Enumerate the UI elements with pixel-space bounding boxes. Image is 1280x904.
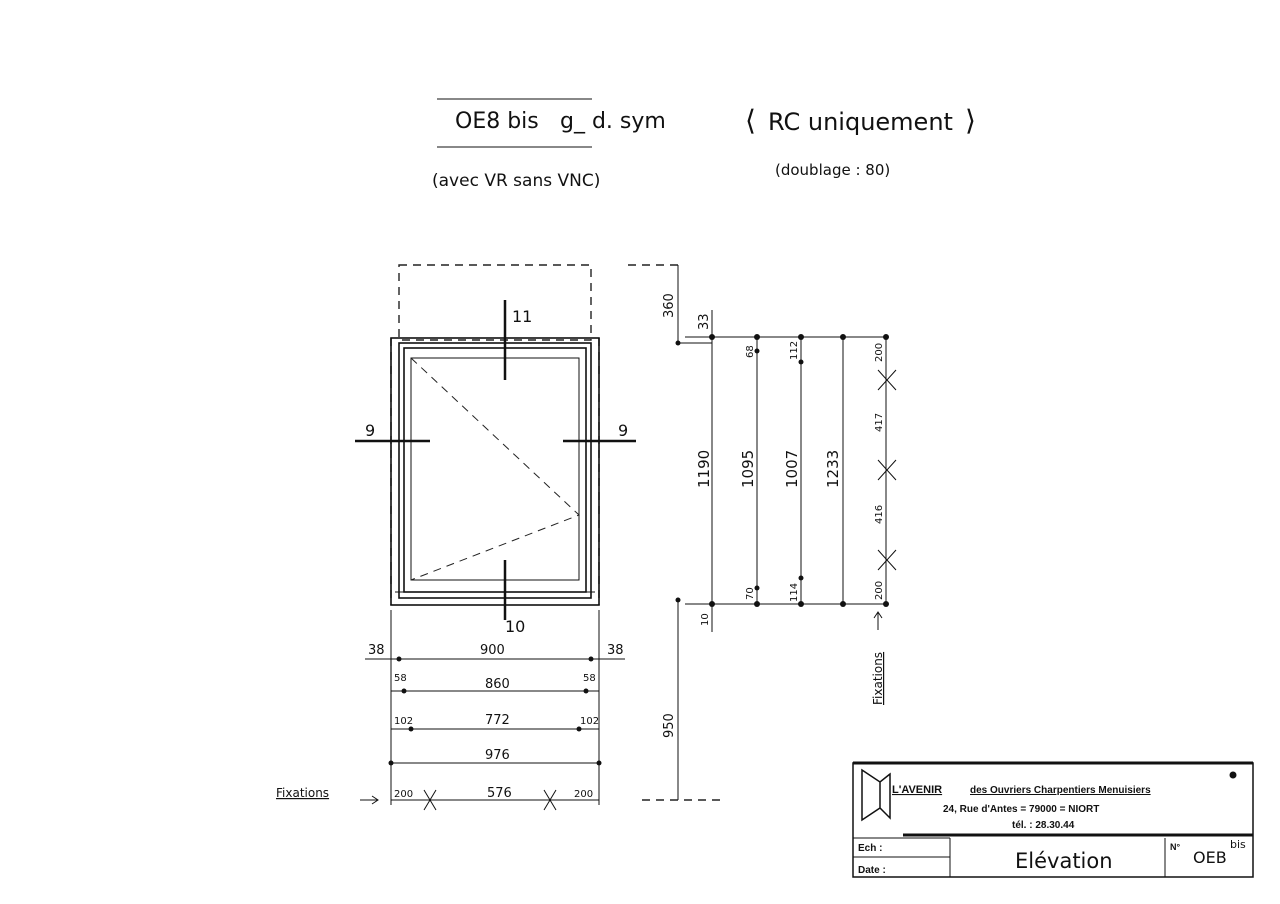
- dim-102-left: 102: [394, 716, 413, 727]
- dim-fix-416: 416: [874, 505, 885, 524]
- section-top: 11: [512, 307, 532, 326]
- scope-text: RC uniquement: [768, 108, 953, 136]
- dim-102-right: 102: [580, 716, 599, 727]
- dim-112: 112: [789, 341, 800, 360]
- fixations-label-vertical: Fixations: [871, 652, 885, 705]
- dim-fix-417: 417: [874, 413, 885, 432]
- section-left: 9: [365, 421, 375, 440]
- company-phone: tél. : 28.30.44: [1012, 820, 1075, 831]
- company-description: des Ouvriers Charpentiers Menuisiers: [970, 785, 1151, 796]
- drawing-number: OEB: [1193, 848, 1227, 867]
- dim-200-right: 200: [574, 789, 593, 800]
- lining-text: (doublage : 80): [775, 161, 890, 179]
- dim-70: 70: [745, 587, 756, 600]
- dim-1190: 1190: [695, 450, 713, 488]
- dim-58-right: 58: [583, 673, 596, 684]
- dim-fix-200-bottom: 200: [874, 581, 885, 600]
- drawing-header: OE8 bis g_ d. sym (avec VR sans VNC) ⟨ R…: [432, 98, 976, 191]
- company-logo-icon: [861, 768, 891, 822]
- dim-10: 10: [700, 613, 711, 626]
- dim-576: 576: [487, 786, 512, 801]
- dim-1233: 1233: [824, 450, 842, 488]
- dim-200-left: 200: [394, 789, 413, 800]
- variant-text: (avec VR sans VNC): [432, 171, 600, 191]
- dim-860: 860: [485, 677, 510, 692]
- title-block: L'AVENIR des Ouvriers Charpentiers Menui…: [852, 761, 1254, 878]
- dim-976: 976: [485, 748, 510, 763]
- drawing-number-suffix: bis: [1230, 838, 1246, 851]
- dim-38-left: 38: [368, 643, 385, 658]
- dim-360: 360: [662, 293, 677, 318]
- reference-text: OE8 bis: [455, 109, 539, 134]
- dim-772: 772: [485, 713, 510, 728]
- date-label: Date :: [858, 865, 886, 876]
- dim-58-left: 58: [394, 673, 407, 684]
- window-elevation: 11 9 9 10: [355, 264, 636, 636]
- svg-text:⟨: ⟨: [745, 104, 756, 137]
- number-label: N°: [1170, 842, 1180, 852]
- horizontal-dimensions: 38 900 38 58 860 58 102 772 102 976 200 …: [276, 610, 625, 811]
- dim-68: 68: [745, 345, 756, 358]
- dim-950: 950: [662, 713, 677, 738]
- vertical-dimensions: 360 33 10 950 1190 1095 68 70 1007 112 1…: [628, 264, 897, 801]
- fixations-label-horizontal: Fixations: [276, 786, 329, 800]
- dim-1095: 1095: [739, 450, 757, 488]
- orientation-text: g_ d. sym: [560, 109, 666, 134]
- scale-label: Ech :: [858, 843, 882, 854]
- svg-text:⟩: ⟩: [965, 104, 976, 137]
- dim-38-right: 38: [607, 643, 624, 658]
- section-bottom: 10: [505, 617, 525, 636]
- dim-1007: 1007: [783, 450, 801, 488]
- dim-900: 900: [480, 643, 505, 658]
- company-address: 24, Rue d'Antes = 79000 = NIORT: [943, 804, 1099, 815]
- drawing-title: Elévation: [1015, 849, 1113, 873]
- company-name: L'AVENIR: [892, 784, 942, 796]
- dim-114: 114: [789, 583, 800, 602]
- section-right: 9: [618, 421, 628, 440]
- dim-fix-200-top: 200: [874, 343, 885, 362]
- dim-33: 33: [697, 313, 712, 330]
